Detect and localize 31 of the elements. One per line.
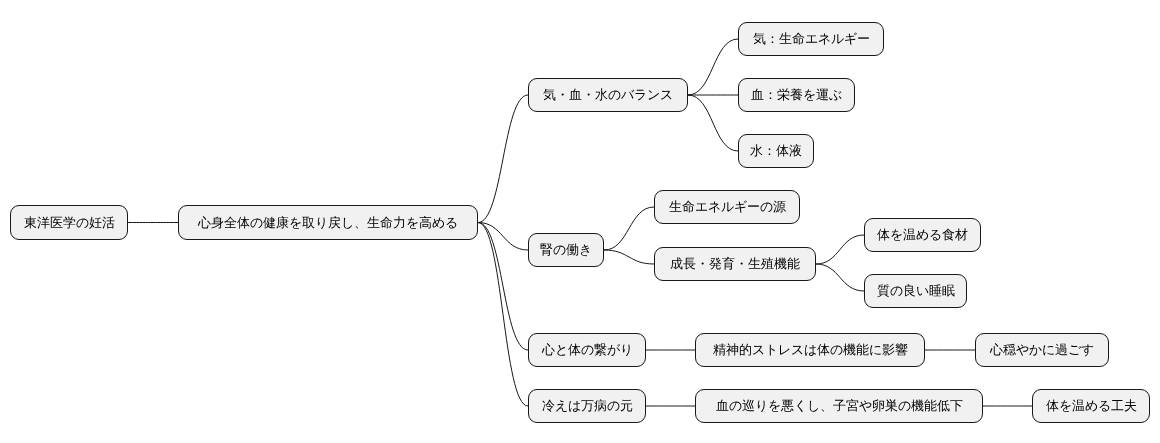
topic-box: 血：栄養を運ぶ <box>738 78 855 112</box>
connector-line <box>815 234 865 265</box>
connector-line <box>645 349 696 351</box>
topic-box: 体を温める食材 <box>864 218 981 252</box>
topic-box: 心穏やかに過ごす <box>975 333 1109 367</box>
connector-line <box>645 405 696 407</box>
connector-line <box>687 94 739 96</box>
connector-line <box>127 222 179 223</box>
connector-line <box>687 94 739 152</box>
connector-line <box>477 222 529 351</box>
topic-box: 血の巡りを悪くし、子宮や卵巣の機能低下 <box>695 389 983 423</box>
connector-line <box>924 349 976 351</box>
topic-box: 心と体の繋がり <box>528 333 646 367</box>
topic-box: 体を温める工夫 <box>1032 389 1150 423</box>
topic-box: 水：体液 <box>738 134 814 168</box>
topic-box: 腎の働き <box>528 233 604 267</box>
topic-box: 質の良い睡眠 <box>864 274 967 308</box>
topic-box: 東洋医学の妊活 <box>10 205 128 240</box>
connector-line <box>603 249 655 265</box>
topic-box: 冷えは万病の元 <box>528 389 646 423</box>
topic-box: 成長・発育・生殖機能 <box>654 247 816 281</box>
topic-box: 気：生命エネルギー <box>738 22 884 56</box>
connector-line <box>603 206 655 251</box>
topic-box: 生命エネルギーの源 <box>654 190 800 224</box>
topic-box: 心身全体の健康を取り戻し、生命力を高める <box>178 205 478 240</box>
connector-line <box>477 222 529 407</box>
connector-line <box>477 94 529 223</box>
connector-line <box>982 405 1033 407</box>
connector-line <box>815 263 865 292</box>
topic-box: 気・血・水のバランス <box>528 78 688 112</box>
topic-box: 精神的ストレスは体の機能に影響 <box>695 333 925 367</box>
